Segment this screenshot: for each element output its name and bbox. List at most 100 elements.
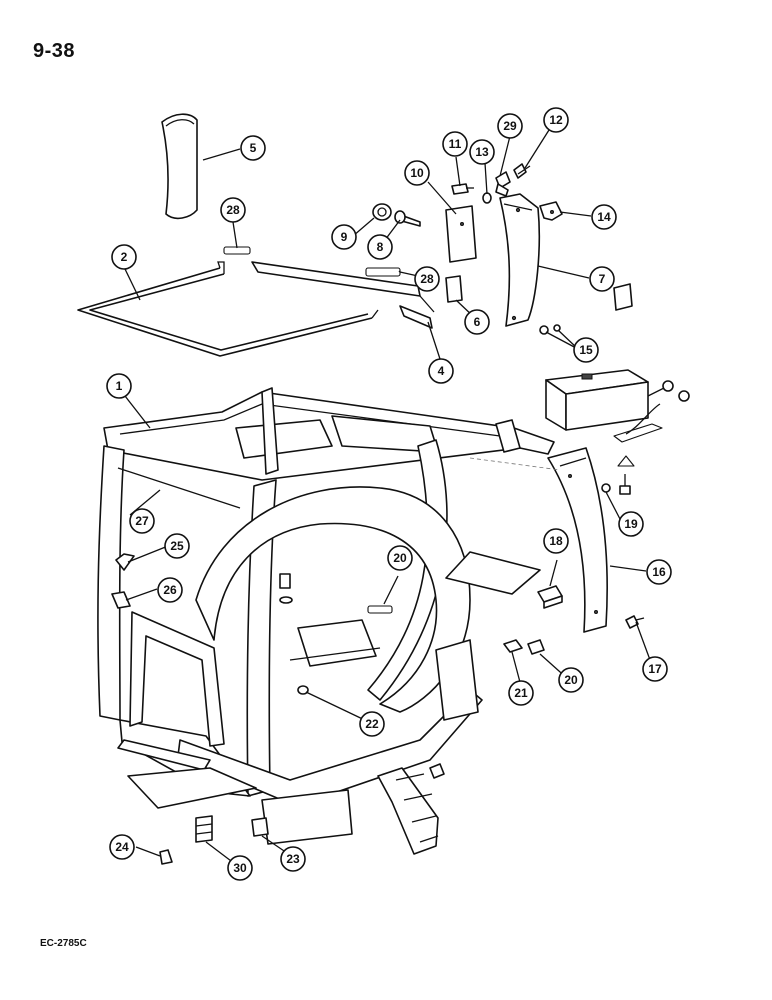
- svg-text:28: 28: [226, 203, 240, 217]
- callout-19: 19: [618, 511, 644, 537]
- part-10-hole: [460, 222, 464, 226]
- callout-1: 1: [106, 373, 132, 399]
- svg-text:9: 9: [341, 230, 348, 244]
- part-26-handle: [111, 591, 131, 609]
- part-2-roof-seal: [77, 261, 435, 357]
- svg-text:19: 19: [624, 517, 638, 531]
- part-11-bolt: [451, 183, 474, 195]
- svg-text:5: 5: [250, 141, 257, 155]
- callout-29: 29: [497, 113, 523, 139]
- svg-text:11: 11: [449, 137, 462, 151]
- callout-18: 18: [543, 528, 569, 554]
- svg-text:20: 20: [564, 673, 578, 687]
- callout-20-lower: 20: [558, 667, 584, 693]
- callout-16: 16: [646, 559, 672, 585]
- callout-20-upper: 20: [387, 545, 413, 571]
- part-6-small-plate: [445, 275, 463, 303]
- svg-text:30: 30: [233, 861, 247, 875]
- svg-text:23: 23: [286, 852, 300, 866]
- callout-28-upper: 28: [220, 197, 246, 223]
- part-20-pad-right: [527, 639, 545, 655]
- svg-text:14: 14: [597, 210, 611, 224]
- callout-10: 10: [404, 160, 430, 186]
- part-23-bush: [251, 817, 269, 837]
- part-25-handle: [115, 553, 135, 571]
- callout-5: 5: [240, 135, 266, 161]
- callout-14: 14: [591, 204, 617, 230]
- callout-9: 9: [331, 224, 357, 250]
- page-number: 9-38: [33, 40, 76, 62]
- svg-text:22: 22: [365, 717, 379, 731]
- part-1-cab-frame: [97, 387, 555, 807]
- floor-mat: [127, 767, 257, 809]
- svg-text:20: 20: [393, 551, 407, 565]
- bracket-small: [613, 283, 633, 311]
- svg-text:13: 13: [475, 145, 489, 159]
- svg-text:21: 21: [514, 686, 528, 700]
- part-28-strip-upper: [223, 246, 251, 255]
- part-13-washer: [482, 192, 492, 204]
- svg-text:2: 2: [121, 250, 128, 264]
- svg-text:15: 15: [579, 343, 593, 357]
- callout-8: 8: [367, 234, 393, 260]
- svg-text:7: 7: [599, 272, 606, 286]
- part-7-pillar-trim: [499, 193, 541, 327]
- callout-12: 12: [543, 107, 569, 133]
- callout-24: 24: [109, 834, 135, 860]
- cab-step: [377, 763, 445, 855]
- svg-text:26: 26: [163, 583, 177, 597]
- callout-6: 6: [464, 309, 490, 335]
- callout-13: 13: [469, 139, 495, 165]
- callout-2: 2: [111, 244, 137, 270]
- callout-21: 21: [508, 680, 534, 706]
- callout-25: 25: [164, 533, 190, 559]
- storage-box: [545, 369, 690, 443]
- box-fasteners: [617, 455, 635, 495]
- part-5-pillar-trim: [161, 113, 198, 220]
- part-15-washers: [539, 324, 561, 335]
- part-8-pin: [394, 210, 421, 227]
- part-20-pad-left: [367, 605, 393, 614]
- part-12-bolt: [513, 163, 531, 179]
- svg-text:4: 4: [438, 364, 445, 378]
- svg-text:10: 10: [410, 166, 424, 180]
- svg-text:27: 27: [135, 514, 149, 528]
- part-16-rear-pillar-trim: [547, 447, 608, 633]
- part-14-clip: [539, 201, 563, 221]
- svg-text:12: 12: [549, 113, 563, 127]
- callout-27: 27: [129, 508, 155, 534]
- svg-text:25: 25: [170, 539, 184, 553]
- part-24-plug: [159, 849, 173, 865]
- callout-28-lower: 28: [414, 266, 440, 292]
- svg-text:16: 16: [652, 565, 666, 579]
- callout-4: 4: [428, 358, 454, 384]
- callout-7: 7: [589, 266, 615, 292]
- floor-panel: [261, 789, 353, 845]
- part-19-clip: [601, 483, 611, 493]
- svg-text:28: 28: [420, 272, 434, 286]
- part-17-screw: [625, 615, 645, 629]
- part-18-block: [537, 585, 563, 609]
- svg-text:17: 17: [648, 662, 662, 676]
- svg-text:1: 1: [116, 379, 123, 393]
- callout-11: 11: [442, 131, 468, 157]
- part-28-strip-lower: [365, 267, 401, 277]
- callout-26: 26: [157, 577, 183, 603]
- svg-text:18: 18: [549, 534, 563, 548]
- leader-lines: [124, 129, 654, 868]
- drawing-code: EC-2785C: [40, 938, 87, 949]
- part-4-seal-end: [399, 305, 433, 329]
- svg-text:24: 24: [115, 840, 129, 854]
- part-10-plate: [445, 205, 477, 263]
- cab-fasteners: [279, 573, 309, 695]
- callout-17: 17: [642, 656, 668, 682]
- part-21-pad: [503, 639, 523, 653]
- part-9-knob: [372, 203, 392, 221]
- callout-30: 30: [227, 855, 253, 881]
- svg-text:6: 6: [474, 315, 481, 329]
- svg-text:29: 29: [503, 119, 517, 133]
- callout-22: 22: [359, 711, 385, 737]
- callout-23: 23: [280, 846, 306, 872]
- part-30-spacers: [195, 815, 213, 843]
- svg-text:8: 8: [377, 240, 384, 254]
